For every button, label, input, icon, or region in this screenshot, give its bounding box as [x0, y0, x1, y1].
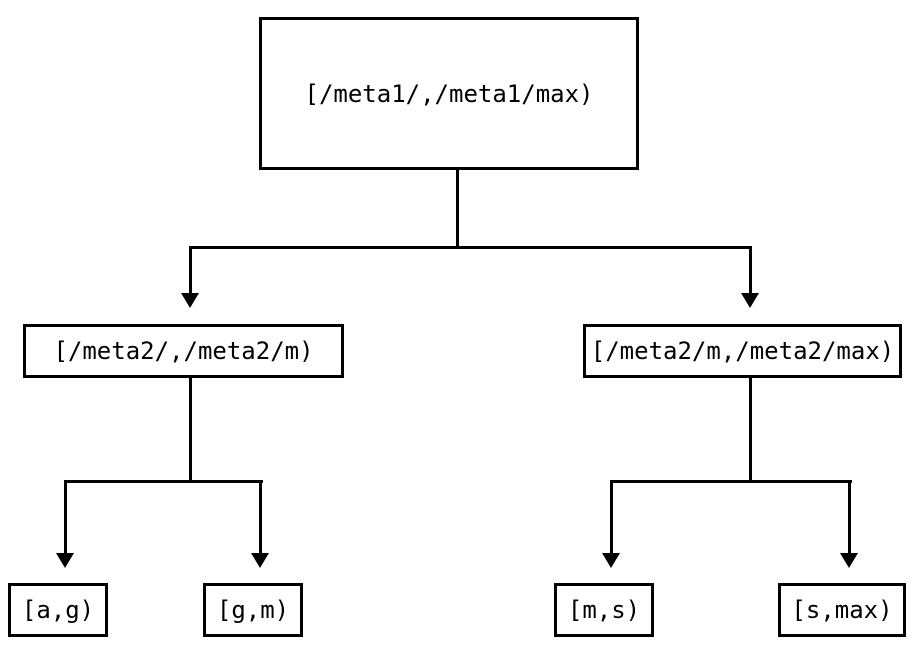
arrow-down-icon: [56, 553, 74, 568]
connector-right-horizontal: [610, 480, 852, 483]
node-leaf-s-max-label: [s,max): [791, 596, 893, 624]
connector-drop-meta2-left: [189, 249, 192, 293]
node-leaf-a-g: [a,g): [8, 583, 108, 637]
connector-root-trunk: [456, 170, 459, 249]
node-leaf-s-max: [s,max): [778, 583, 906, 637]
connector-meta2-right-trunk: [749, 378, 752, 480]
connector-left-horizontal: [64, 480, 263, 483]
connector-drop-leaf-g-m: [259, 483, 262, 553]
connector-drop-leaf-s-max: [848, 483, 851, 553]
node-leaf-g-m-label: [g,m): [216, 596, 290, 624]
node-leaf-a-g-label: [a,g): [21, 596, 95, 624]
node-root-meta1-range: [/meta1/,/meta1/max): [259, 17, 639, 170]
arrow-down-icon: [181, 293, 199, 308]
node-leaf-g-m: [g,m): [203, 583, 303, 637]
arrow-down-icon: [251, 553, 269, 568]
node-meta2-left-label: [/meta2/,/meta2/m): [53, 337, 314, 365]
node-meta2-left-range: [/meta2/,/meta2/m): [23, 324, 344, 378]
connector-drop-meta2-right: [749, 249, 752, 293]
node-root-label: [/meta1/,/meta1/max): [304, 79, 594, 108]
arrow-down-icon: [840, 553, 858, 568]
connector-meta2-left-trunk: [189, 378, 192, 480]
node-meta2-right-range: [/meta2/m,/meta2/max): [583, 324, 902, 378]
connector-drop-leaf-m-s: [610, 483, 613, 553]
arrow-down-icon: [741, 293, 759, 308]
node-meta2-right-label: [/meta2/m,/meta2/max): [590, 337, 895, 365]
connector-drop-leaf-a-g: [64, 483, 67, 553]
node-leaf-m-s-label: [m,s): [567, 596, 641, 624]
node-leaf-m-s: [m,s): [554, 583, 654, 637]
connector-top-horizontal: [189, 246, 752, 249]
arrow-down-icon: [602, 553, 620, 568]
